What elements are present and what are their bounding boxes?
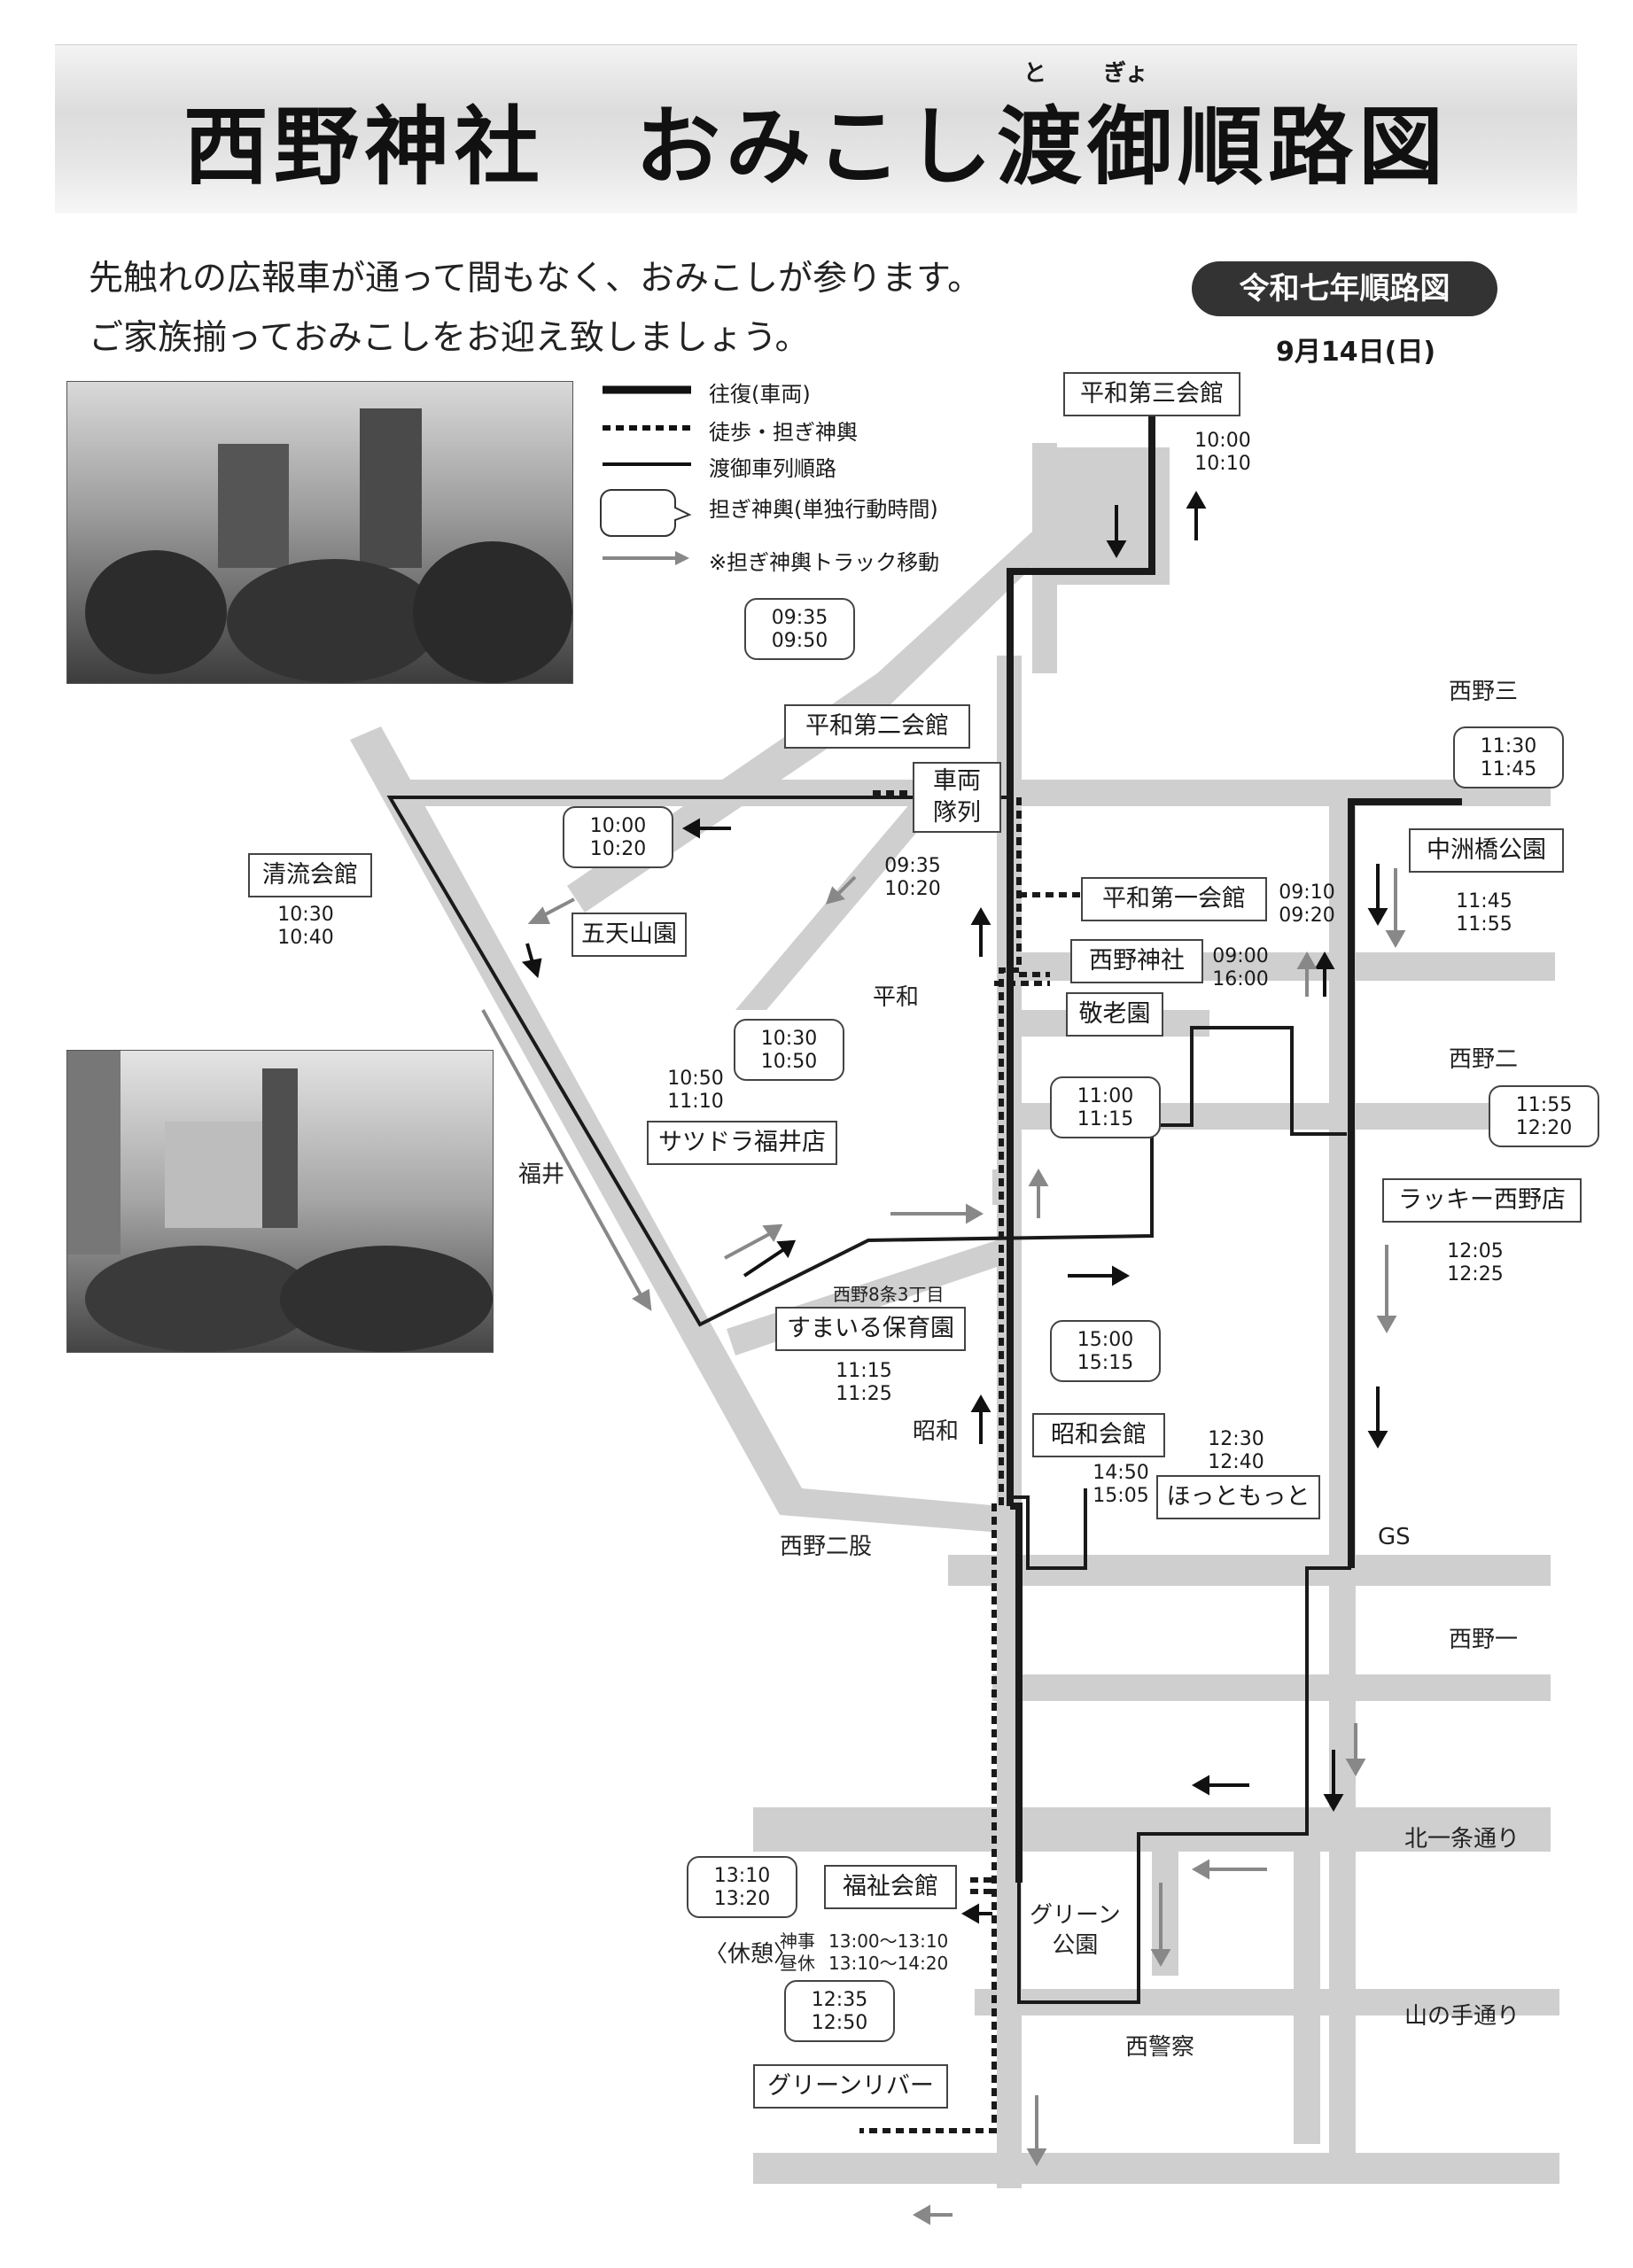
time-seiryu: 10:30 10:40 bbox=[277, 904, 334, 949]
bubble-fukushi: 13:10 13:20 bbox=[687, 1856, 797, 1918]
bubble-satsudora: 10:30 10:50 bbox=[734, 1019, 844, 1081]
place-nishino1: 西野一 bbox=[1449, 1627, 1519, 1653]
place-heiwa: 平和 bbox=[873, 984, 920, 1011]
place-yamanote: 山の手通り bbox=[1404, 2003, 1520, 2030]
time-heiwa3-text: 10:00 10:10 bbox=[1194, 430, 1251, 475]
direction-arrows bbox=[521, 490, 1388, 1924]
time-hotto: 12:30 12:40 bbox=[1208, 1428, 1264, 1473]
stop-showa: 昭和会館 bbox=[1032, 1413, 1165, 1457]
place-nishino3: 西野三 bbox=[1449, 679, 1519, 705]
bubble-nakasu: 11:30 11:45 bbox=[1453, 726, 1564, 788]
stop-jinja: 西野神社 bbox=[1070, 939, 1203, 983]
place-green-park: グリーン 公園 bbox=[1030, 1902, 1121, 1959]
stop-heiwa2: 平和第二会館 bbox=[784, 704, 970, 749]
legend-bubble-label: 担ぎ神輿(単独行動時間) bbox=[709, 497, 938, 522]
place-showa: 昭和 bbox=[913, 1418, 960, 1445]
bubble-lucky: 11:55 12:20 bbox=[1489, 1085, 1599, 1147]
truck-arrows bbox=[481, 868, 1406, 2225]
stop-hotto: ほっともっと bbox=[1156, 1475, 1320, 1519]
place-gs: GS bbox=[1378, 1524, 1411, 1550]
stop-sharyo: 車両 隊列 bbox=[913, 762, 1001, 833]
time-jinja: 09:00 16:00 bbox=[1212, 945, 1269, 990]
event-date: 9月14日(日) bbox=[1276, 337, 1436, 368]
title-banner bbox=[55, 44, 1577, 214]
bubble-heiwa2: 09:35 09:50 bbox=[744, 598, 855, 660]
stop-fukushi: 福祉会館 bbox=[824, 1865, 957, 1909]
stop-keirou: 敬老園 bbox=[1066, 992, 1163, 1037]
legend-symbols bbox=[600, 385, 692, 565]
time-satsudora: 10:50 11:10 bbox=[667, 1068, 724, 1113]
stop-lucky: ラッキー西野店 bbox=[1382, 1178, 1582, 1223]
time-nakasu: 11:45 11:55 bbox=[1456, 890, 1512, 936]
stop-gotenzan: 五天山園 bbox=[572, 913, 687, 957]
stop-nakasu: 中洲橋公園 bbox=[1409, 828, 1564, 873]
bubble-gotenzan: 10:00 10:20 bbox=[563, 806, 673, 868]
legend-dashed-label: 徒歩・担ぎ神輿 bbox=[709, 420, 858, 445]
festival-photo-2 bbox=[66, 1050, 494, 1353]
rest-row-1-time: 13:00〜13:10 bbox=[828, 1930, 949, 1952]
bubble-green: 12:35 12:50 bbox=[784, 1980, 895, 2042]
legend: 往復(車両) 徒歩・担ぎ神輿 渡御車列順路 担ぎ神輿(単独行動時間) ※担ぎ神輿… bbox=[709, 377, 1063, 580]
place-nishino2: 西野二 bbox=[1449, 1046, 1519, 1073]
time-heiwa3: 10:00 10:10 bbox=[1187, 430, 1258, 476]
intro-line-1: 先触れの広報車が通って間もなく、おみこしが参ります。 bbox=[89, 259, 983, 299]
legend-gray-arrow-label: ※担ぎ神輿トラック移動 bbox=[709, 550, 940, 575]
walking-route bbox=[859, 790, 1081, 2133]
stop-heiwa1: 平和第一会館 bbox=[1081, 877, 1267, 921]
stop-green: グリーンリバー bbox=[753, 2064, 948, 2109]
time-heiwa1: 09:10 09:20 bbox=[1279, 882, 1335, 927]
title-ruby-gyo: ぎょ bbox=[1103, 60, 1148, 87]
rest-row-1-name: 神事 bbox=[780, 1930, 815, 1952]
page-title: 西野神社 おみこし渡御順路図 bbox=[183, 97, 1449, 197]
stop-heiwa3: 平和第三会館 bbox=[1063, 372, 1240, 416]
year-badge: 令和七年順路図 bbox=[1192, 261, 1497, 316]
legend-thin-label: 渡御車列順路 bbox=[709, 456, 836, 481]
bubble-keirou: 11:00 11:15 bbox=[1050, 1076, 1161, 1138]
rest-row-2-name: 昼休 bbox=[780, 1953, 815, 1974]
legend-thick-label: 往復(車両) bbox=[709, 382, 811, 407]
vehicle-route bbox=[1007, 416, 1462, 1883]
festival-photo-1 bbox=[66, 381, 573, 684]
place-keisatsu: 西警察 bbox=[1125, 2034, 1195, 2061]
place-futamata: 西野二股 bbox=[780, 1534, 873, 1560]
rest-row-2-time: 13:10〜14:20 bbox=[828, 1953, 949, 1974]
title-ruby-to: と bbox=[1023, 60, 1047, 87]
stop-seiryu: 清流会館 bbox=[248, 853, 372, 897]
time-lucky: 12:05 12:25 bbox=[1447, 1240, 1504, 1285]
intro-line-2: ご家族揃っておみこしをお迎え致しましょう。 bbox=[89, 318, 810, 358]
place-fukui: 福井 bbox=[518, 1161, 565, 1188]
stop-satsudora: サツドラ福井店 bbox=[647, 1121, 837, 1165]
time-showa: 14:50 15:05 bbox=[1093, 1462, 1149, 1507]
rest-label: 〈休憩〉 bbox=[704, 1941, 797, 1968]
time-sharyo: 09:35 10:20 bbox=[884, 855, 941, 900]
place-kita1: 北一条通り bbox=[1404, 1826, 1520, 1852]
note-smile: 西野8条3丁目 bbox=[833, 1284, 945, 1305]
time-smile: 11:15 11:25 bbox=[836, 1360, 892, 1405]
stop-smile: すまいる保育園 bbox=[775, 1307, 966, 1351]
bubble-showa: 15:00 15:15 bbox=[1050, 1320, 1161, 1382]
